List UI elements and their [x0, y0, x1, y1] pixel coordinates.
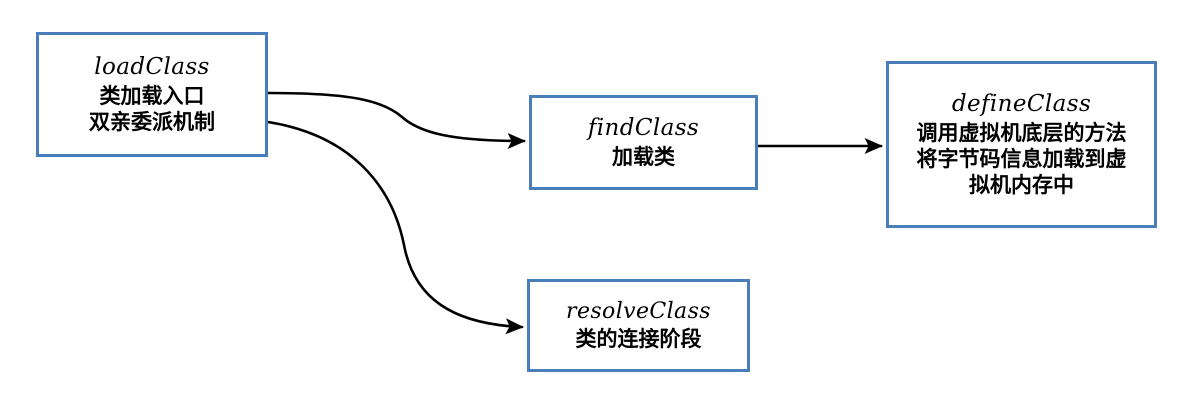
node-defineclass-line-2: 将字节码信息加载到虚 — [916, 146, 1127, 171]
node-defineclass-line-3: 拟机内存中 — [969, 172, 1074, 197]
node-findclass-line-1: 加载类 — [612, 144, 675, 169]
node-defineclass[interactable]: defineClass 调用虚拟机底层的方法 将字节码信息加载到虚 拟机内存中 — [886, 61, 1157, 228]
node-defineclass-line-1: 调用虚拟机底层的方法 — [916, 120, 1127, 145]
node-resolveclass[interactable]: resolveClass 类的连接阶段 — [527, 279, 750, 372]
edge-loadclass-resolveclass — [266, 120, 524, 335]
node-findclass-title: findClass — [587, 115, 700, 142]
node-loadclass-line-2: 双亲委派机制 — [89, 109, 215, 134]
node-resolveclass-line-1: 类的连接阶段 — [575, 326, 702, 351]
node-loadclass-line-1: 类加载入口 — [99, 83, 205, 108]
edge-loadclass-findclass — [266, 91, 526, 150]
node-findclass[interactable]: findClass 加载类 — [529, 95, 758, 190]
node-loadclass[interactable]: loadClass 类加载入口 双亲委派机制 — [36, 32, 268, 157]
node-defineclass-title: defineClass — [951, 91, 1092, 118]
node-loadclass-title: loadClass — [94, 54, 210, 81]
node-resolveclass-title: resolveClass — [566, 299, 711, 324]
